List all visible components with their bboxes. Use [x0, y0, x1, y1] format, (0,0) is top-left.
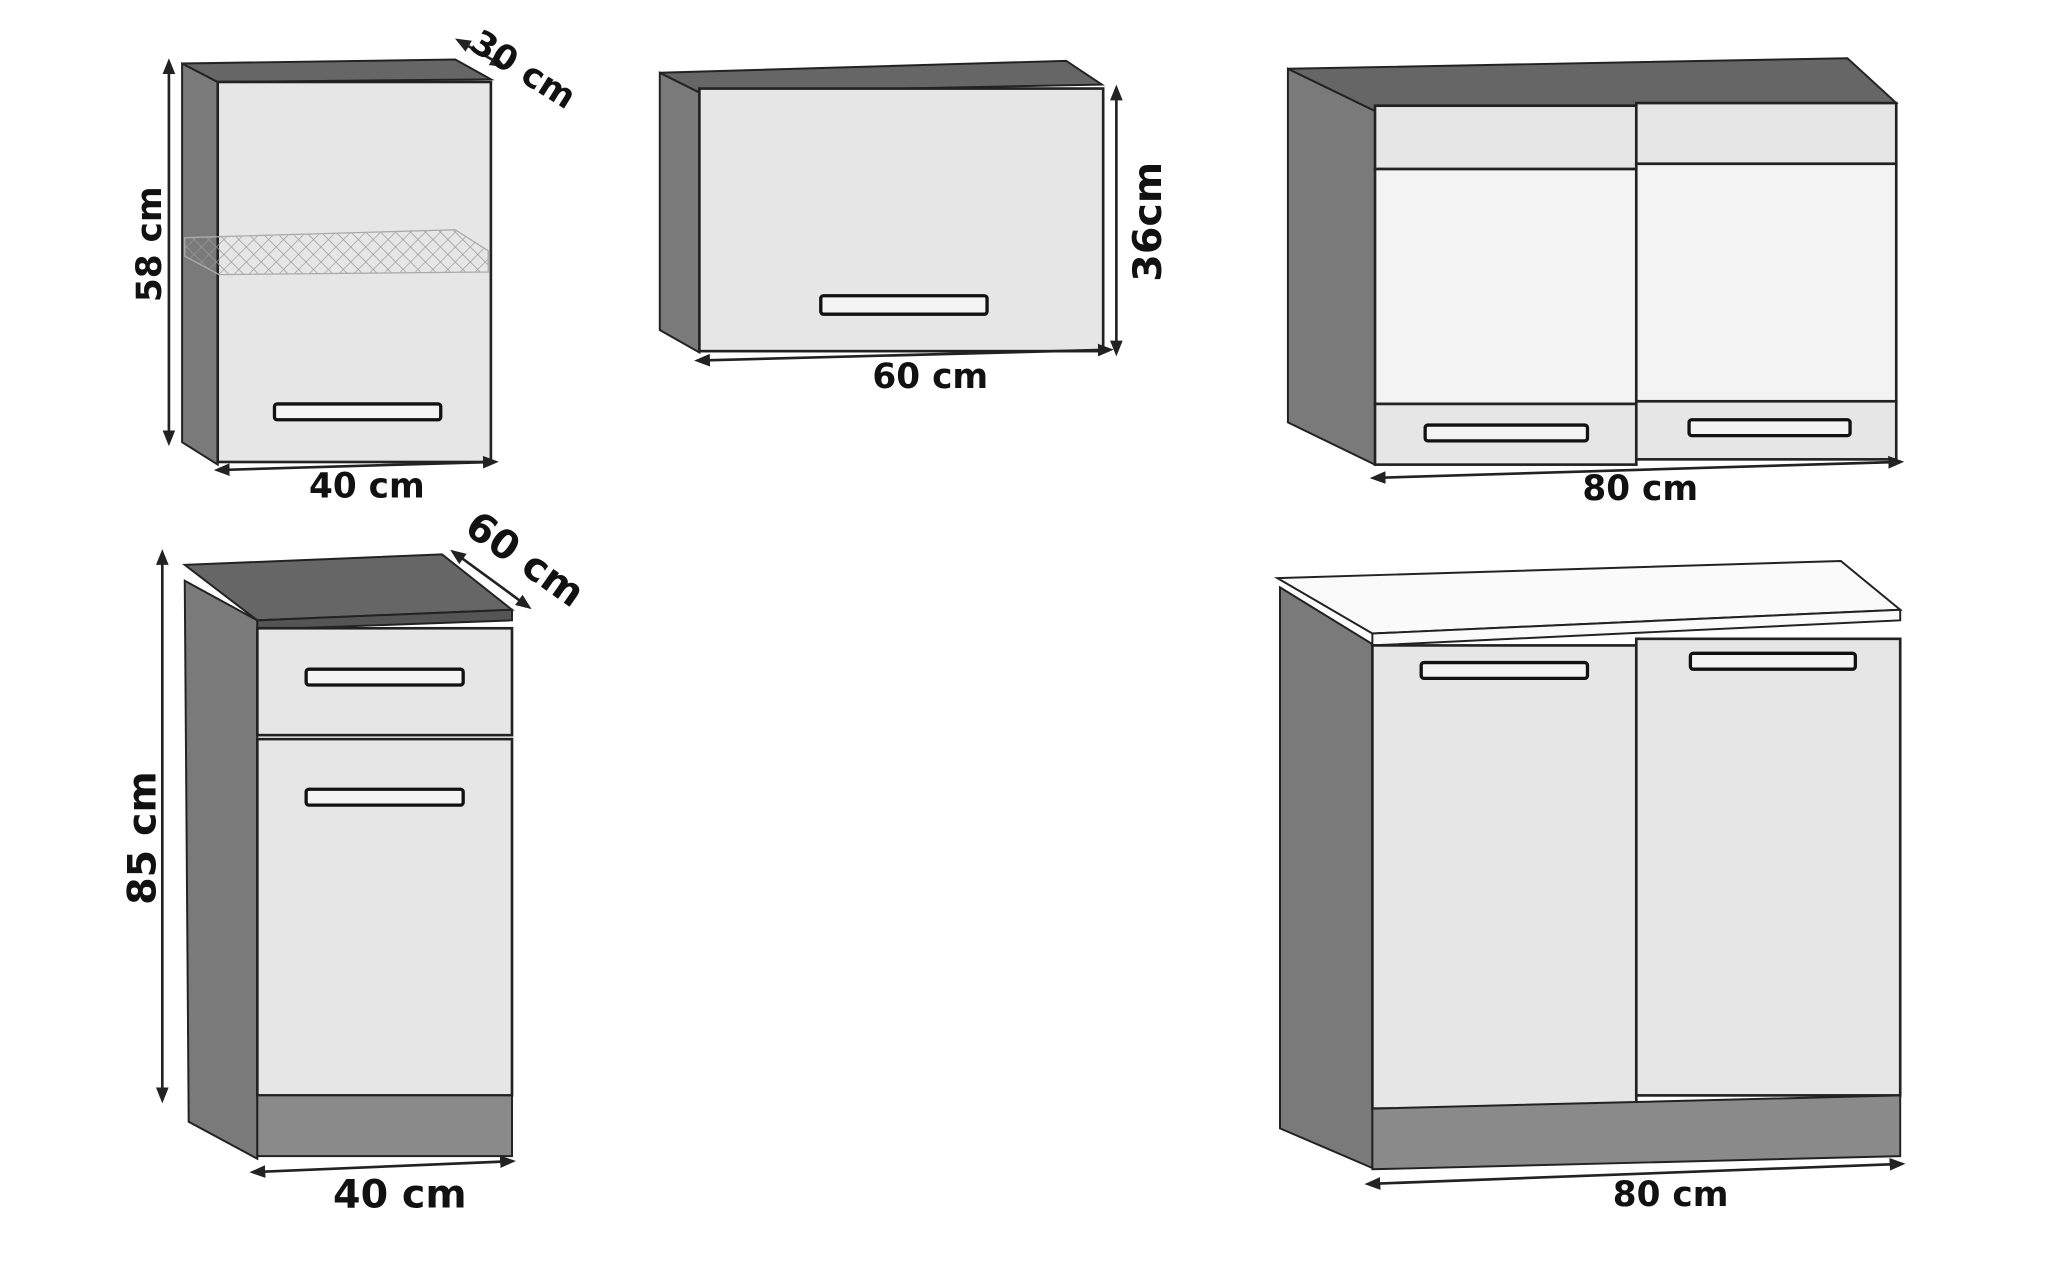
width-dimension-arrow: [1364, 1157, 1906, 1190]
base-cabinet-40: 85 cm 40 cm 60 cm: [120, 502, 593, 1217]
drawer-handle: [304, 667, 465, 687]
door-handle: [819, 294, 989, 316]
width-dimension-arrow: [249, 1155, 516, 1178]
width-dimension-arrow: [213, 455, 499, 477]
glass-shelf: [184, 229, 489, 276]
width-label: 80 cm: [1613, 1175, 1729, 1215]
door-handle: [304, 787, 465, 807]
door-left: [1371, 644, 1638, 1110]
top-panel-left: [1373, 104, 1638, 171]
height-label: 85 cm: [120, 771, 166, 905]
glass-door-left: [1373, 167, 1638, 406]
worktop-edge: [256, 608, 513, 631]
depth-dimension-arrow: [450, 549, 532, 610]
door-right: [1634, 637, 1902, 1097]
height-label: 58 cm: [130, 186, 170, 302]
handle-right: [1687, 418, 1852, 438]
base-cabinet-80: 80 cm: [1273, 559, 1906, 1215]
handle-right: [1688, 651, 1857, 671]
width-label: 60 cm: [872, 357, 988, 397]
cabinet-door: [256, 737, 514, 1097]
width-dimension-arrow: [1369, 455, 1905, 484]
cabinet-side: [658, 71, 701, 355]
cabinet-side: [1279, 585, 1374, 1170]
width-label: 80 cm: [1582, 469, 1698, 509]
width-dimension-arrow: [694, 343, 1114, 367]
worktop-edge: [1371, 608, 1902, 647]
door-handle: [272, 402, 443, 422]
width-label: 40 cm: [309, 467, 425, 507]
cabinet-side: [1286, 67, 1376, 467]
height-label: 36cm: [1125, 162, 1171, 282]
cabinet-side: [183, 579, 259, 1161]
handle-left: [1423, 423, 1590, 443]
cabinet-top: [181, 58, 495, 83]
cabinet-top: [659, 59, 1106, 94]
depth-dimension-arrow: [454, 38, 506, 68]
plinth: [256, 1094, 513, 1158]
top-panel-right: [1634, 101, 1898, 166]
wall-cabinet-40: 58 cm 40 cm 30 cm: [130, 22, 583, 506]
glass-door-right: [1634, 162, 1898, 403]
plinth: [1371, 1094, 1902, 1171]
wall-cabinet-60: 36cm 60 cm: [658, 59, 1171, 397]
width-label: 40 cm: [333, 1172, 467, 1218]
handle-left: [1419, 660, 1590, 681]
wall-cabinet-80: 80 cm: [1286, 57, 1905, 509]
